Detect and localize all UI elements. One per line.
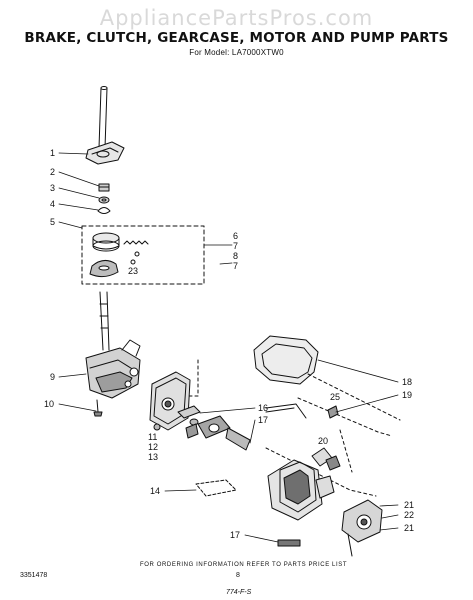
callout-3: 3 — [50, 183, 55, 193]
page-number: 8 — [236, 572, 240, 579]
upper-shaft — [98, 86, 108, 149]
clutch-assembly-box — [81, 225, 205, 285]
callout-25: 25 — [330, 392, 340, 402]
callout-17-lower: 17 — [230, 530, 240, 540]
pump-part-22 — [341, 499, 383, 557]
rod-part-17-upper — [265, 403, 307, 419]
callout-21a: 21 — [404, 500, 414, 510]
coupling-part-16 — [177, 405, 251, 451]
callout-2: 2 — [50, 167, 55, 177]
brake-housing-part — [85, 141, 125, 165]
callout-20: 20 — [318, 436, 328, 446]
transmission-housing-part — [149, 371, 191, 431]
washer-part-3 — [98, 196, 110, 204]
callout-14: 14 — [150, 486, 160, 496]
washer-part-2 — [98, 183, 110, 192]
callout-1: 1 — [50, 148, 55, 158]
clutch-cam-part-23 — [89, 260, 119, 278]
callout-16: 16 — [258, 403, 268, 413]
callout-labels: 1 2 3 4 5 6 7 8 7 23 9 10 11 12 13 14 16… — [44, 148, 414, 540]
pin-parts — [130, 251, 140, 265]
coupler-part-20 — [311, 447, 341, 471]
callout-7a: 7 — [233, 241, 238, 251]
callout-9: 9 — [50, 372, 55, 382]
clutch-spring-part — [123, 240, 149, 245]
leader-lines — [58, 152, 399, 543]
callout-10: 10 — [44, 399, 54, 409]
brake-drum-part — [92, 232, 120, 252]
rod-part-17-lower — [277, 539, 301, 547]
callout-4: 4 — [50, 199, 55, 209]
gasket-part-14 — [195, 479, 237, 497]
clip-part-4 — [97, 207, 111, 214]
callout-8: 8 — [233, 251, 238, 261]
callout-18: 18 — [402, 377, 412, 387]
catalog-number: 3351478 — [20, 572, 48, 579]
callout-6: 6 — [233, 231, 238, 241]
bearing-parts — [153, 418, 199, 439]
callout-7b: 7 — [233, 261, 238, 271]
callout-13: 13 — [148, 452, 158, 462]
revision-stamp: 774-F-S — [226, 589, 252, 596]
callout-5: 5 — [50, 217, 55, 227]
gearcase-part-9 — [85, 339, 141, 399]
model-number: For Model: LA7000XTW0 — [189, 48, 284, 57]
callout-12: 12 — [148, 442, 158, 452]
callout-23: 23 — [128, 266, 138, 276]
diagram-title: BRAKE, CLUTCH, GEARCASE, MOTOR AND PUMP … — [24, 30, 449, 46]
callout-22: 22 — [404, 510, 414, 520]
callout-11: 11 — [148, 432, 157, 442]
callout-17-upper: 17 — [258, 415, 268, 425]
clip-part-25 — [327, 405, 339, 419]
screw-part-10 — [93, 399, 103, 417]
callout-19: 19 — [402, 390, 412, 400]
lower-shaft — [99, 291, 110, 351]
motor-part — [267, 459, 335, 521]
watermark: AppliancePartsPros.com — [99, 6, 374, 30]
gasket-part-18 — [253, 335, 319, 385]
callout-21b: 21 — [404, 523, 414, 533]
ordering-info-note: FOR ORDERING INFORMATION REFER TO PARTS … — [140, 562, 348, 568]
